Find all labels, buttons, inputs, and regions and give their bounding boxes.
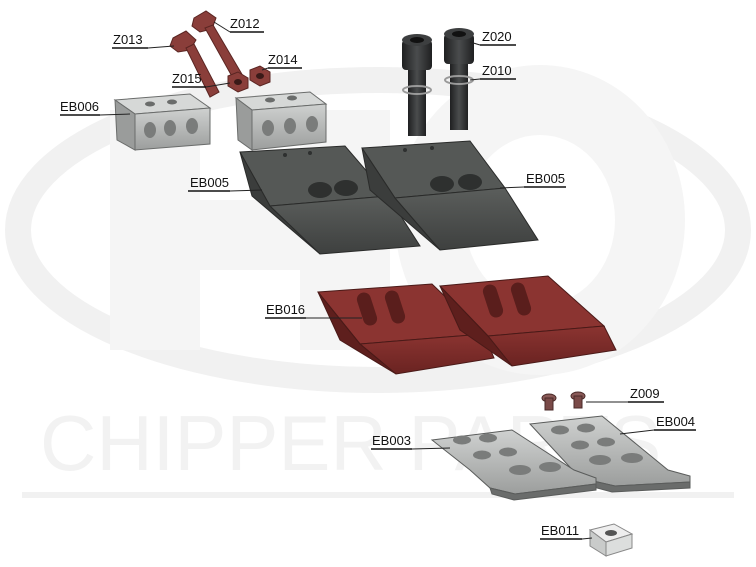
- label-eb003: EB003: [372, 433, 411, 448]
- label-z010: Z010: [482, 63, 512, 78]
- label-z012: Z012: [230, 16, 260, 31]
- callout-eb011[interactable]: EB011: [540, 523, 593, 540]
- bolt-z020[interactable]: [444, 28, 474, 130]
- label-eb016: EB016: [266, 302, 305, 317]
- clamp-block-eb006-left[interactable]: [113, 93, 212, 151]
- callout-eb005-left[interactable]: EB005: [188, 175, 263, 192]
- counter-knife-eb005-right[interactable]: [361, 140, 539, 251]
- label-z015: Z015: [172, 71, 202, 86]
- callout-z012[interactable]: Z012: [213, 16, 264, 33]
- nut-z014[interactable]: [249, 65, 271, 87]
- callout-z015[interactable]: Z015: [172, 71, 231, 88]
- callout-eb003[interactable]: EB003: [371, 433, 451, 450]
- bolt-z012[interactable]: [191, 10, 244, 81]
- label-eb005-right: EB005: [526, 171, 565, 186]
- callout-z013[interactable]: Z013: [112, 32, 175, 49]
- label-z020: Z020: [482, 29, 512, 44]
- callout-eb016[interactable]: EB016: [265, 302, 362, 319]
- callout-eb005-right[interactable]: EB005: [499, 171, 566, 189]
- callout-eb004[interactable]: EB004: [619, 414, 696, 435]
- watermark-logo: CHIPPER PARTS: [5, 65, 751, 498]
- plate-eb003[interactable]: [430, 429, 597, 501]
- knife-eb016-left[interactable]: [317, 283, 495, 375]
- label-z014: Z014: [268, 52, 298, 67]
- label-eb004: EB004: [656, 414, 695, 429]
- label-z013: Z013: [113, 32, 143, 47]
- callout-z010[interactable]: Z010: [469, 63, 516, 81]
- label-eb005-left: EB005: [190, 175, 229, 190]
- clamp-block-eb006-right[interactable]: [234, 91, 328, 151]
- callout-z009[interactable]: Z009: [586, 386, 664, 403]
- callout-z014[interactable]: Z014: [261, 52, 302, 71]
- screw-z009-a[interactable]: [541, 393, 557, 411]
- bolt-z010[interactable]: [402, 34, 432, 136]
- callout-z020[interactable]: Z020: [469, 29, 516, 46]
- square-nut-eb011[interactable]: [588, 523, 634, 557]
- knife-eb016-right[interactable]: [438, 275, 617, 367]
- label-z009: Z009: [630, 386, 660, 401]
- screw-z009-b[interactable]: [570, 391, 586, 409]
- nut-z015[interactable]: [227, 71, 249, 93]
- callout-eb006[interactable]: EB006: [60, 99, 131, 116]
- label-eb011: EB011: [541, 523, 579, 538]
- label-eb006: EB006: [60, 99, 99, 114]
- counter-knife-eb005-left[interactable]: [239, 145, 421, 255]
